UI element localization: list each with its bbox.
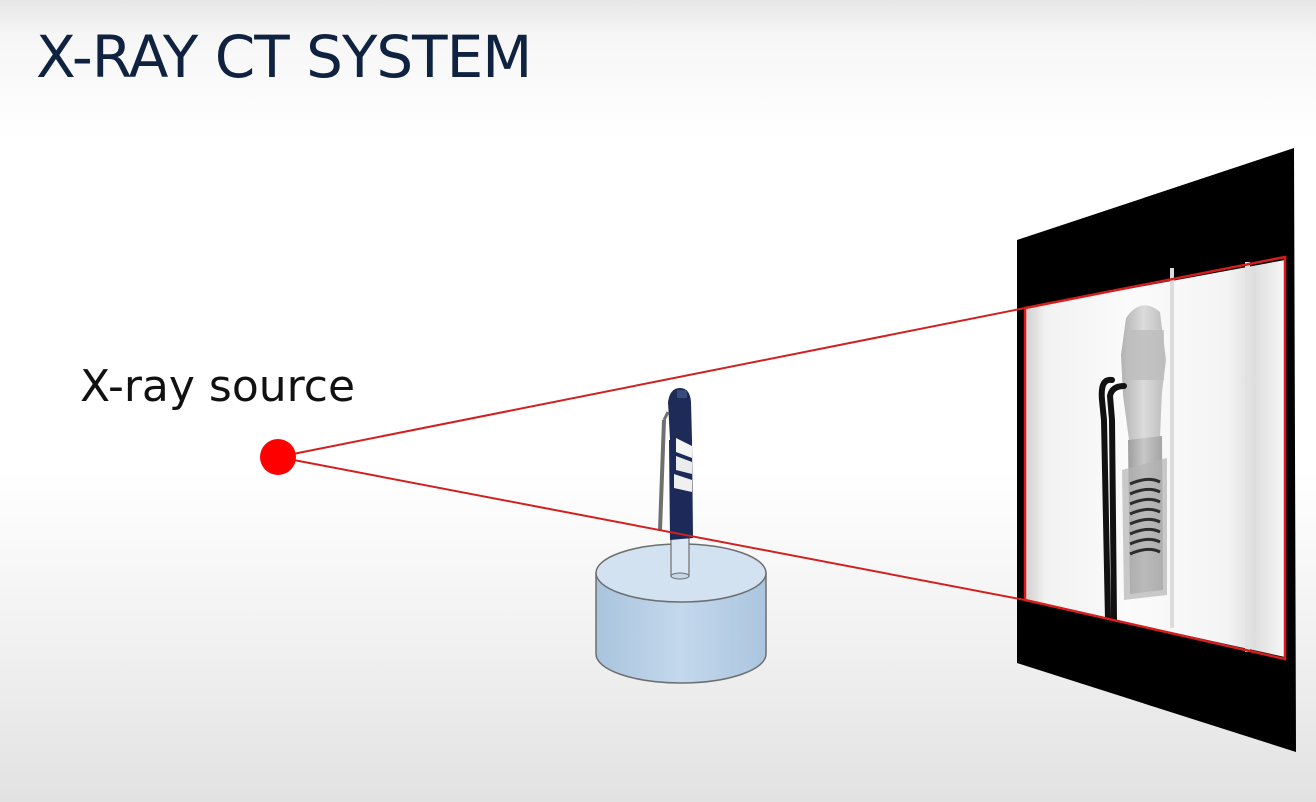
- cone-beam: [277, 256, 1286, 660]
- spring: [1129, 477, 1161, 556]
- rotation-stage: [595, 529, 767, 684]
- x-ray-projection-image: [1025, 260, 1285, 657]
- slide-title: X-RAY CT SYSTEM: [36, 23, 532, 91]
- x-ray-source-dot: [260, 439, 296, 475]
- pen-sample: [658, 388, 693, 540]
- x-ray-source-label: X-ray source: [80, 361, 356, 412]
